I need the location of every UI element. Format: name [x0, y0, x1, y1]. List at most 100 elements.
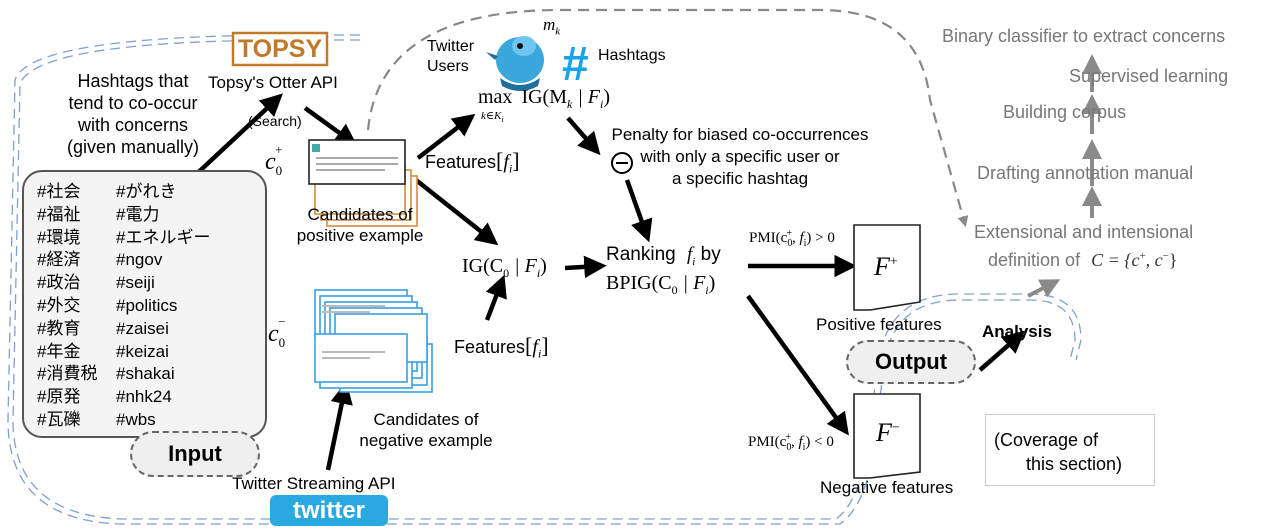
- ranking-line1: Ranking fi by: [606, 244, 721, 268]
- positive-features-label: Features[fi]: [425, 148, 520, 176]
- negative-features-label: Features[fi]: [454, 333, 549, 361]
- pmi-pos-head: PMI(c: [749, 230, 788, 246]
- pipeline-step-definition-b: definition of C = {c+, c−}: [988, 250, 1178, 270]
- flow-arrows: [188, 93, 1026, 471]
- twitter-users-line: Twitter: [427, 38, 475, 55]
- hashtags-label: Hashtags: [598, 47, 666, 64]
- ranking-line2: BPIG(C0 | Fi): [606, 272, 715, 298]
- ig-expr-tail: | F: [577, 86, 601, 108]
- pmi-neg-tail: , f: [790, 434, 803, 450]
- pipeline-step-corpus: Building corpus: [1003, 102, 1127, 122]
- bpig-tail: | F: [682, 272, 706, 294]
- ig-c0-tail-sub: i: [536, 266, 541, 280]
- twitter-bird-icon: [486, 36, 544, 91]
- features-word: Features: [454, 337, 526, 357]
- hashtag-item: #年金: [37, 341, 81, 361]
- c0-sup: +: [275, 142, 283, 157]
- hashtag-item: #福祉: [37, 204, 81, 224]
- features-word: Features: [425, 152, 497, 172]
- features-sub: i: [537, 346, 542, 361]
- ig-c0-tail: | F: [514, 255, 537, 277]
- hashtag-item: #外交: [37, 295, 81, 315]
- ig-c0-expression: IG(C0 | Fi): [462, 255, 547, 281]
- hashtag-item: #政治: [37, 273, 81, 293]
- c0-base: c: [265, 149, 276, 175]
- ranking-fi: f: [687, 244, 693, 265]
- penalty-line: with only a specific user or: [640, 147, 840, 166]
- max-word: max: [478, 86, 513, 108]
- input-heading-line: Hashtags that: [77, 71, 189, 91]
- ig-expr-sub: k: [566, 97, 573, 111]
- features-sub: i: [508, 161, 513, 176]
- penalty-minus-icon: [611, 152, 633, 174]
- negative-tweets-stack: [314, 289, 433, 393]
- twitter-logo: [270, 495, 388, 526]
- definition-of: definition of: [988, 250, 1081, 270]
- c0-sub: 0: [278, 334, 286, 350]
- hashtag-item: #電力: [116, 204, 160, 224]
- features-var: f: [503, 151, 509, 173]
- max-sub: k∈K: [481, 110, 502, 122]
- negative-caption: Candidates of negative example: [346, 409, 506, 451]
- f-plus: F+: [874, 252, 898, 282]
- negative-caption-line: negative example: [359, 431, 493, 450]
- tweet-lines: [322, 305, 385, 359]
- ig-expr-close: ): [603, 86, 611, 108]
- hashtag-item: #zaisei: [116, 318, 169, 338]
- positive-features-caption: Positive features: [816, 315, 942, 334]
- hashtag-item: #seiji: [116, 273, 155, 293]
- coverage-text: (Coverage of this section): [994, 428, 1122, 476]
- c-formula-end: }: [1168, 250, 1178, 270]
- penalty-text: Penalty for biased co-occurrences with o…: [580, 124, 900, 190]
- ranking-word: Ranking: [606, 244, 676, 265]
- ig-expr-tail-sub: i: [600, 97, 604, 111]
- twitter-users-label: Twitter Users: [427, 37, 474, 77]
- hashtags-right-column: #がれき#電力#エネルギー#ngov#seiji#politics#zaisei…: [116, 181, 210, 432]
- max-sub-i: i: [501, 115, 504, 125]
- c-formula-head: C = {c: [1091, 250, 1140, 270]
- penalty-line: a specific hashtag: [671, 169, 809, 188]
- bpig-expr: BPIG(C: [606, 272, 672, 294]
- search-label: (Search): [248, 113, 302, 129]
- c0-sub: 0: [275, 162, 283, 178]
- negative-caption-line: Candidates of: [373, 410, 479, 429]
- features-var: f: [532, 336, 538, 358]
- max-ig-expression: max IG(Mk | Fi): [478, 86, 610, 112]
- pmi-pos-cond: ) > 0: [806, 230, 835, 246]
- hashtag-item: #瓦礫: [37, 409, 81, 429]
- mk-label: mk: [543, 15, 560, 37]
- ig-c0-sub: 0: [503, 266, 510, 280]
- pipeline-step-manual: Drafting annotation manual: [977, 163, 1194, 183]
- input-heading-line: tend to co-occur: [68, 93, 198, 113]
- pipeline-step-classifier: Binary classifier to extract concerns: [942, 26, 1226, 46]
- hashtag-item: #shakai: [116, 364, 175, 384]
- input-heading-line: (given manually): [66, 137, 200, 157]
- positive-caption: Candidates of positive example: [290, 204, 430, 246]
- analysis-label: Analysis: [982, 322, 1052, 341]
- coverage-box: [985, 414, 1155, 486]
- pmi-positive: PMI(c0+, fi) > 0: [749, 228, 835, 249]
- topsy-api-label: Topsy's Otter API: [208, 73, 338, 92]
- hashtags-left-column: #社会#福祉#環境#経済#政治#外交#教育#年金#消費税#原発#瓦礫: [37, 181, 97, 432]
- mk-base: m: [543, 15, 556, 34]
- input-pill: Input: [130, 431, 260, 477]
- pmi-pos-tail: , f: [791, 230, 804, 246]
- ranking-by: by: [700, 244, 721, 265]
- mk-sub: k: [555, 25, 561, 38]
- c0-positive: c0 +: [265, 142, 283, 179]
- c-formula-mid: , c: [1145, 250, 1163, 270]
- negative-features-doc: [853, 393, 921, 479]
- pipeline-step-supervised: Supervised learning: [1069, 66, 1229, 86]
- twitter-users-line: Users: [427, 58, 469, 75]
- max-subscript: k∈Ki: [481, 109, 504, 124]
- hashtag-item: #ngov: [116, 250, 163, 270]
- ig-c0-expr: IG(C: [462, 255, 504, 277]
- f-plus-sup: +: [889, 254, 898, 270]
- ranking-fi-sub: i: [692, 255, 696, 268]
- bpig-sub: 0: [671, 283, 678, 297]
- hashtag-item: #エネルギー: [116, 227, 211, 247]
- coverage-line: (Coverage of: [994, 430, 1099, 450]
- f-minus-sup: −: [891, 420, 900, 436]
- pmi-neg-cond: ) < 0: [805, 434, 834, 450]
